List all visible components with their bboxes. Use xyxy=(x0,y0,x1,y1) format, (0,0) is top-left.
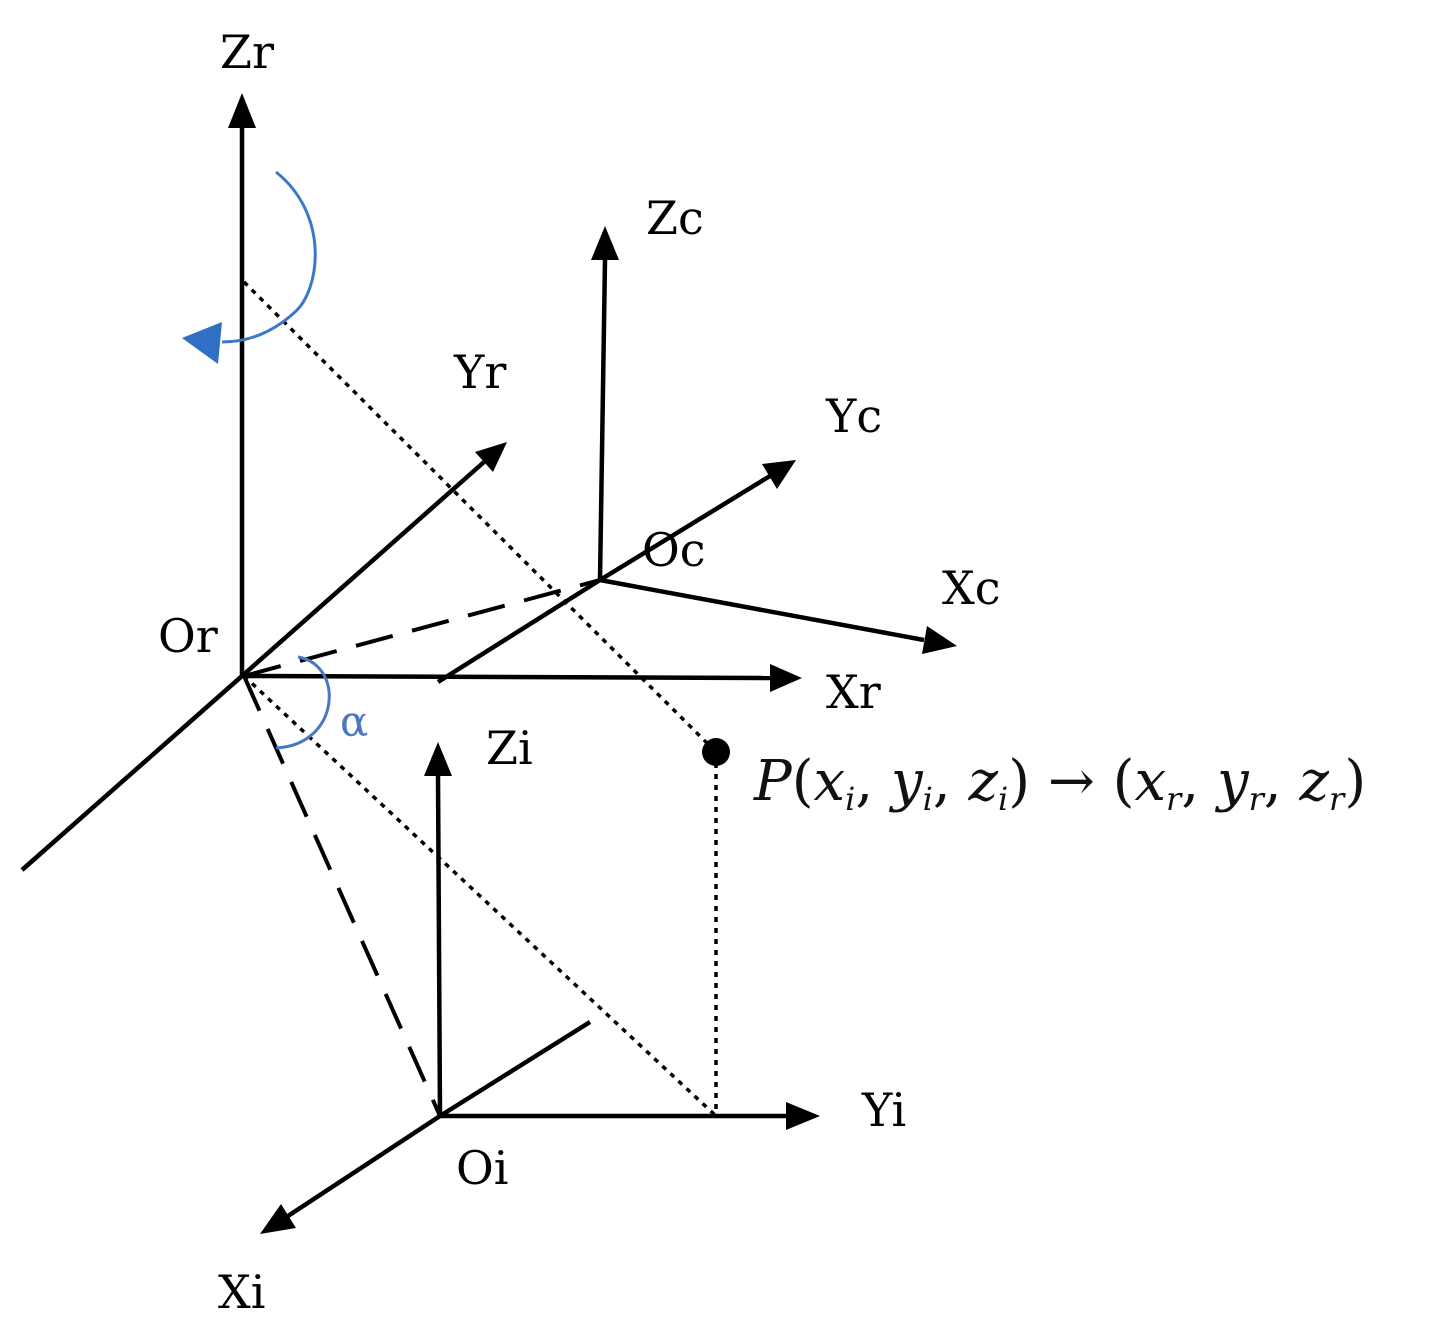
yc-label: Yc xyxy=(825,389,882,443)
point-transform-formula: P(xi, yi, zi) → (xr, yr, zr) xyxy=(753,749,1366,818)
image-frame xyxy=(260,742,820,1234)
formula-xr-sub: r xyxy=(1166,780,1183,818)
rotation-arc xyxy=(221,170,317,344)
zc-label: Zc xyxy=(646,191,704,245)
zi-arrowhead xyxy=(424,742,452,776)
formula-arrow: → xyxy=(1048,749,1095,814)
formula-xi-sub: i xyxy=(845,780,855,818)
yi-label: Yi xyxy=(861,1083,906,1137)
formula-xi: x xyxy=(814,749,846,814)
oi-label: Oi xyxy=(456,1141,508,1195)
xi-axis xyxy=(286,1114,442,1218)
alpha-label: α xyxy=(340,697,368,746)
robot-frame xyxy=(20,93,802,872)
yc-axis xyxy=(598,474,772,582)
xc-axis xyxy=(599,577,925,643)
zi-axis xyxy=(435,775,443,1117)
xi-arrowhead xyxy=(260,1204,296,1234)
xi-label: Xi xyxy=(218,1265,265,1319)
formula-xr: x xyxy=(1134,749,1166,814)
zr-to-point-dotted-line xyxy=(242,280,718,754)
oc-label: Oc xyxy=(642,523,705,577)
yr-arrowhead xyxy=(475,442,507,472)
rotation-arrowhead-icon xyxy=(182,322,222,364)
point-p-marker xyxy=(702,738,730,766)
xc-arrowhead xyxy=(922,626,957,654)
zc-axis xyxy=(597,259,608,581)
formula-zi-sub: i xyxy=(998,780,1008,818)
yi-arrowhead xyxy=(786,1102,820,1130)
zr-arrowhead xyxy=(228,93,256,128)
yr-label: Yr xyxy=(453,345,506,399)
formula-yr-sub: r xyxy=(1249,780,1266,818)
zc-arrowhead xyxy=(591,226,619,260)
formula-yi-sub: i xyxy=(923,780,933,818)
xr-axis xyxy=(241,673,771,681)
zr-label: Zr xyxy=(220,25,274,79)
zi-label: Zi xyxy=(486,721,533,775)
xr-arrowhead xyxy=(770,664,802,692)
formula-zr-sub: r xyxy=(1329,780,1346,818)
formula-zr: z xyxy=(1299,749,1330,814)
or-to-yi-dotted-line xyxy=(242,674,718,1118)
formula-yi: y xyxy=(888,749,924,814)
yr-axis xyxy=(240,460,486,678)
yc-arrowhead xyxy=(762,460,796,489)
formula-p: P xyxy=(753,749,793,814)
alpha-angle-arc xyxy=(275,655,331,750)
formula-yr: y xyxy=(1214,749,1250,814)
or-label: Or xyxy=(158,609,218,663)
or-to-oc-dashed-line xyxy=(243,578,601,678)
oc-extension-line xyxy=(436,578,602,684)
xr-label: Xr xyxy=(826,665,881,719)
xc-label: Xc xyxy=(942,561,1001,615)
formula-zi: z xyxy=(967,749,998,814)
or-extension-line xyxy=(20,674,244,872)
oi-extension-line xyxy=(438,1020,592,1118)
camera-frame xyxy=(436,226,957,684)
